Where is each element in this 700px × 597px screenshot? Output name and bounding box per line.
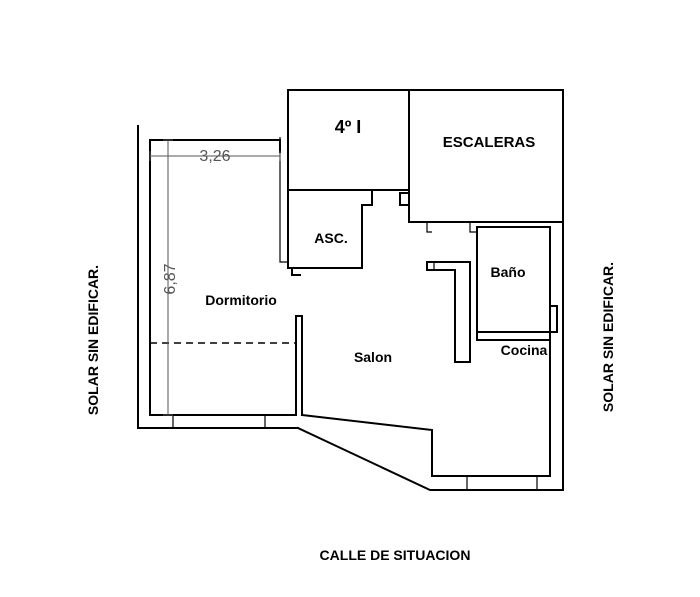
elevator-shaft-walls — [287, 189, 373, 269]
bedroom-top-wall — [149, 139, 281, 153]
salon-diagonal-wall — [296, 221, 564, 491]
length-dimension-text: 6,87 — [162, 263, 179, 294]
bathroom-walls — [476, 226, 558, 333]
kitchen-label: Cocina — [501, 342, 548, 358]
bedroom-inner-wall — [149, 139, 303, 416]
corridor-wall — [399, 192, 410, 206]
bathroom-label: Baño — [491, 264, 526, 280]
left-surroundings-label: SOLAR SIN EDIFICAR. — [85, 265, 101, 415]
stairs-label: ESCALERAS — [443, 134, 536, 151]
salon-label: Salon — [354, 349, 392, 365]
elevator-label: ASC. — [314, 230, 347, 246]
salon-inner-diagonal-wall — [300, 226, 551, 477]
bedroom-outer-wall — [137, 125, 299, 429]
right-surroundings-label: SOLAR SIN EDIFICAR. — [600, 262, 616, 412]
width-dimension-text: 3,26 — [199, 148, 230, 165]
kitchen-walls — [476, 331, 551, 341]
stairs-block — [408, 89, 564, 223]
length-dimension-line — [163, 139, 173, 416]
elevator-threshold — [291, 267, 301, 276]
bedroom-label: Dormitorio — [205, 292, 277, 308]
stairs-landing-ticks — [426, 222, 478, 233]
bathroom-partition — [426, 261, 471, 363]
width-dimension-line — [149, 151, 281, 161]
floor-label: 4º I — [335, 117, 362, 137]
elevator-inner-walls — [279, 137, 373, 268]
floor-label-block — [287, 89, 410, 191]
salon-window-lines — [466, 476, 538, 490]
street-label: CALLE DE SITUACION — [320, 547, 471, 563]
bedroom-window-lines — [172, 415, 266, 428]
